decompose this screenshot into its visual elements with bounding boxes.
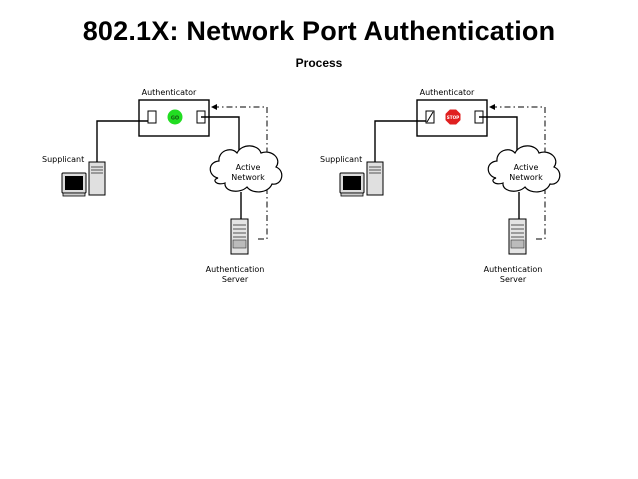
- authenticator-label: Authenticator: [420, 88, 475, 97]
- arrow-left-icon: [211, 104, 217, 110]
- computer-icon: [339, 161, 384, 197]
- auth-diagram-blocked: Authenticator STOP Supplicant Active Net…: [320, 88, 561, 284]
- signal-light: [167, 109, 183, 125]
- control-path: [491, 106, 546, 240]
- server-label-line2: Server: [500, 275, 527, 284]
- cloud-icon: [487, 145, 561, 193]
- slide-subtitle: Process: [295, 56, 343, 70]
- open-switch-icon: [426, 111, 434, 123]
- authenticator-label: Authenticator: [142, 88, 197, 97]
- signal-text: STOP: [447, 115, 460, 120]
- slide-title: 802.1X: Network Port Authentication: [82, 16, 556, 46]
- network-label-line1: Active: [236, 163, 261, 172]
- network-link: [479, 116, 518, 152]
- authenticator-switch: GO: [138, 99, 210, 137]
- server-label-line1: Authentication: [206, 265, 265, 274]
- control-path: [213, 106, 268, 240]
- network-label-line2: Network: [231, 173, 265, 182]
- supplicant-link: [374, 120, 426, 162]
- network-label-line1: Active: [514, 163, 539, 172]
- authenticator-switch: STOP: [416, 99, 488, 137]
- network-label-line2: Network: [509, 173, 543, 182]
- server-icon: [508, 218, 527, 255]
- auth-diagram-open: Authenticator GO Supplicant Active Netwo…: [42, 88, 283, 284]
- cloud-icon: [209, 145, 283, 193]
- port-left: [147, 110, 157, 124]
- server-icon: [230, 218, 249, 255]
- supplicant-label: Supplicant: [42, 155, 84, 164]
- server-label-line1: Authentication: [484, 265, 543, 274]
- signal-light: [445, 109, 461, 125]
- signal-text: GO: [171, 116, 179, 122]
- go-light-icon: GO: [167, 109, 183, 125]
- arrow-left-icon: [489, 104, 495, 110]
- network-link: [201, 116, 240, 152]
- computer-icon: [61, 161, 106, 197]
- stop-sign-icon: STOP: [445, 109, 461, 125]
- supplicant-link: [96, 120, 148, 162]
- server-label-line2: Server: [222, 275, 249, 284]
- supplicant-label: Supplicant: [320, 155, 362, 164]
